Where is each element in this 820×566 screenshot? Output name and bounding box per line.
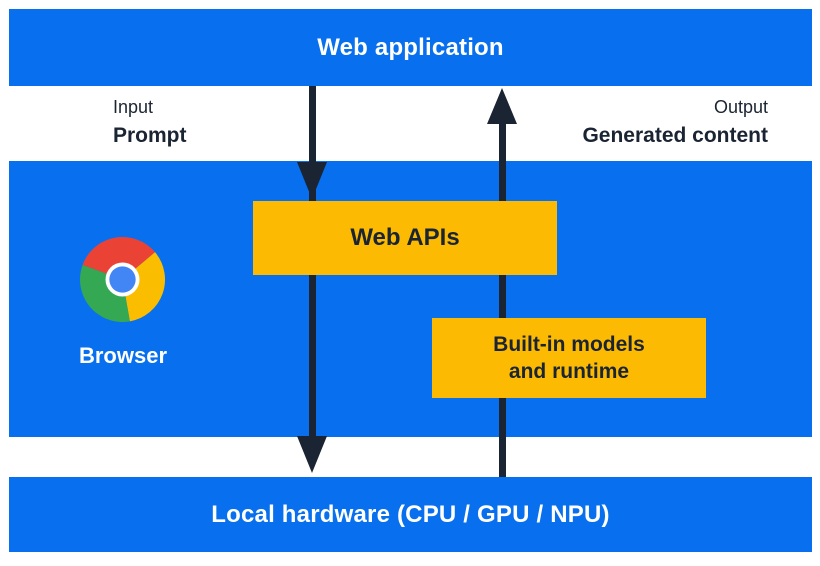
- browser-label: Browser: [78, 343, 168, 368]
- output-caption: Output: [713, 97, 768, 117]
- arrowhead-down-icon: [297, 162, 327, 199]
- web-application-band: Web application: [9, 9, 812, 86]
- local-hardware-band: Local hardware (CPU / GPU / NPU): [9, 477, 812, 552]
- input-caption: Input: [113, 97, 154, 117]
- builtin-models-label-line1: Built-in models: [493, 332, 645, 356]
- chrome-icon: [80, 237, 165, 322]
- generated-content-flow-arrow: [499, 120, 506, 477]
- local-hardware-label: Local hardware (CPU / GPU / NPU): [211, 500, 610, 528]
- web-apis-box: Web APIs: [253, 201, 557, 275]
- web-apis-label: Web APIs: [350, 224, 460, 251]
- builtin-models-label-line2: and runtime: [508, 360, 630, 383]
- web-application-label: Web application: [317, 33, 504, 61]
- input-annotation: Input Prompt: [113, 96, 187, 149]
- prompt-label: Prompt: [113, 123, 187, 147]
- generated-content-label: Generated content: [582, 123, 768, 147]
- arrowhead-up-icon: [487, 88, 517, 124]
- builtin-models-box: Built-in models and runtime: [432, 318, 706, 398]
- arrowhead-down-icon: [297, 436, 327, 473]
- output-annotation: Output Generated content: [582, 96, 768, 149]
